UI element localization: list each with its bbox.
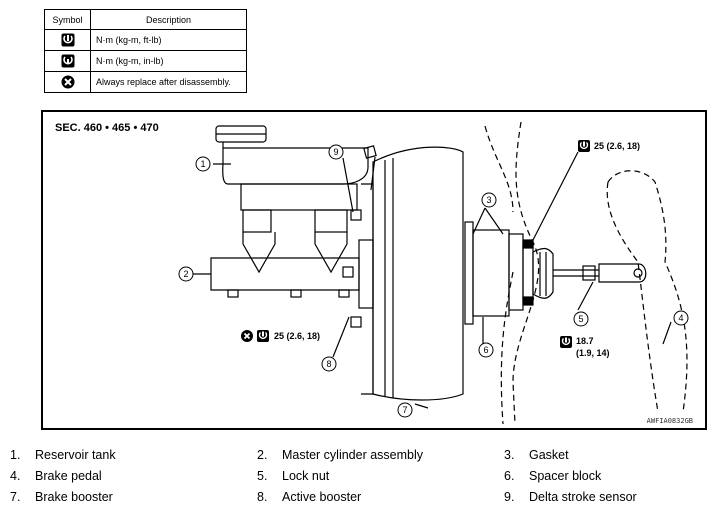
section-label: SEC. 460 • 465 • 470 [55,122,159,134]
torque-wrench-icon [61,33,74,47]
legend-label: Spacer block [529,469,602,483]
svg-text:6: 6 [483,345,488,355]
svg-text:3: 3 [486,195,491,205]
svg-text:5: 5 [578,314,583,324]
svg-text:4: 4 [678,313,683,323]
torque-wrench-icon [578,140,590,152]
legend-label: Master cylinder assembly [282,448,424,462]
symbol-desc-1: N·m (kg-m, ft-lb) [90,29,247,51]
legend-label: Reservoir tank [35,448,116,462]
symbol-header: Symbol [44,9,91,30]
svg-text:1: 1 [200,159,205,169]
callout-6: 6 [478,342,494,358]
symbol-table: Symbol Description N·m (kg-m, ft-lb) N·m… [44,9,247,93]
symbol-desc-3: Always replace after disassembly. [90,71,247,93]
callout-5: 5 [573,311,589,327]
description-header: Description [90,9,247,30]
diagram-frame: 1 2 3 4 5 6 7 8 [41,110,707,430]
torque-lock-nut-value: 18.7 [576,336,594,346]
torque-wrench-inlb-icon [61,54,74,68]
torque-wrench-icon [257,330,269,342]
legend-label: Active booster [282,490,362,504]
torque-left: 25 (2.6, 18) [274,331,321,341]
callout-7: 7 [397,402,413,418]
callout-3: 3 [481,192,497,208]
svg-text:8: 8 [326,359,331,369]
callout-1: 1 [195,156,211,172]
legend-label: Delta stroke sensor [529,490,637,504]
always-replace-icon [241,330,253,342]
legend-label: Gasket [529,448,569,462]
svg-text:9: 9 [333,147,338,157]
legend-label: Brake booster [35,490,113,504]
symbol-desc-2: N·m (kg-m, in-lb) [90,50,247,72]
torque-wrench-icon [560,336,572,348]
legend-label: Lock nut [282,469,330,483]
always-replace-icon [61,75,74,89]
svg-text:7: 7 [402,405,407,415]
brake-assembly-drawing: 1 2 3 4 5 6 7 8 [178,121,689,425]
torque-lock-nut-units: (1.9, 14) [576,348,610,358]
callout-9: 9 [328,144,344,160]
torque-top-right: 25 (2.6, 18) [594,141,641,151]
legend-label: Brake pedal [35,469,102,483]
svg-text:2: 2 [183,269,188,279]
callout-2: 2 [178,266,194,282]
figure-code: AWFIA0832GB [646,417,693,425]
callout-8: 8 [321,356,337,372]
callout-4: 4 [673,310,689,326]
